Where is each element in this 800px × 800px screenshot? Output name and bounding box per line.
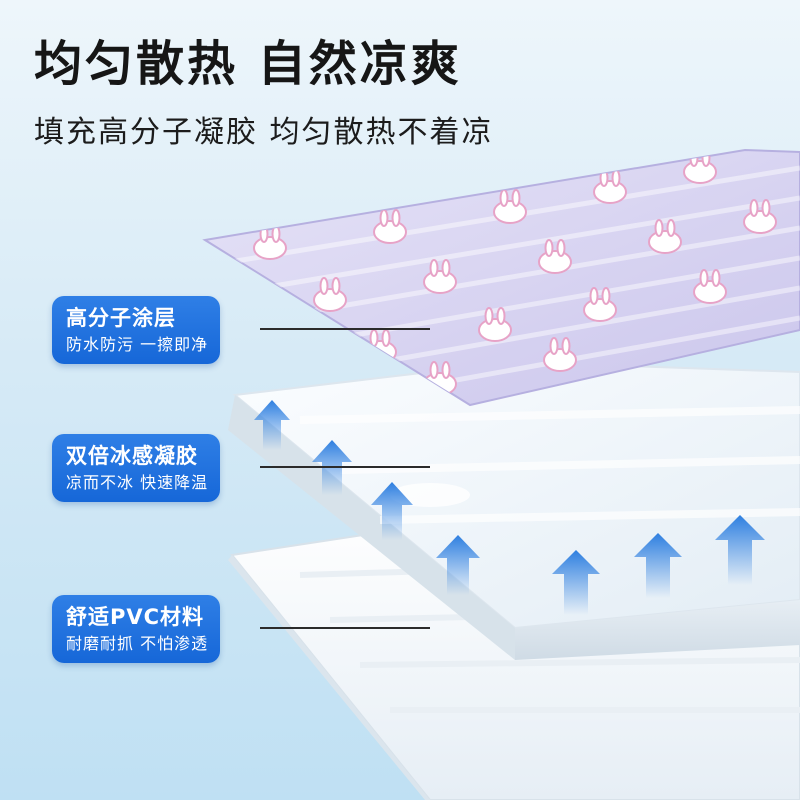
up-arrow-icon (436, 535, 480, 595)
bunny-pattern (253, 150, 777, 396)
label-coating-desc: 防水防污 一擦即净 (66, 335, 209, 355)
coating-layer (202, 148, 800, 407)
label-gel-desc: 凉而不冰 快速降温 (66, 473, 209, 493)
label-gel-title: 双倍冰感凝胶 (66, 444, 198, 468)
label-gel: 双倍冰感凝胶 凉而不冰 快速降温 (52, 434, 221, 503)
leader-line-gel (260, 466, 430, 468)
up-arrow-icon (634, 533, 682, 598)
leader-line-coating (260, 328, 430, 330)
subheadline: 填充高分子凝胶 均匀散热不着凉 (34, 115, 494, 150)
label-coating-title: 高分子涂层 (66, 306, 176, 330)
up-arrow-icon (254, 400, 290, 450)
up-arrow-icon (715, 515, 765, 585)
leader-line-pvc (260, 627, 430, 629)
label-pvc: 舒适PVC材料 耐磨耐抓 不怕渗透 (52, 595, 221, 664)
up-arrow-icon (371, 482, 413, 540)
up-arrow-icon (552, 550, 600, 615)
headline: 均匀散热 自然凉爽 (34, 36, 462, 92)
label-pvc-desc: 耐磨耐抓 不怕渗透 (66, 634, 209, 654)
label-coating: 高分子涂层 防水防污 一擦即净 (52, 296, 221, 365)
label-pvc-title: 舒适PVC材料 (66, 605, 205, 629)
